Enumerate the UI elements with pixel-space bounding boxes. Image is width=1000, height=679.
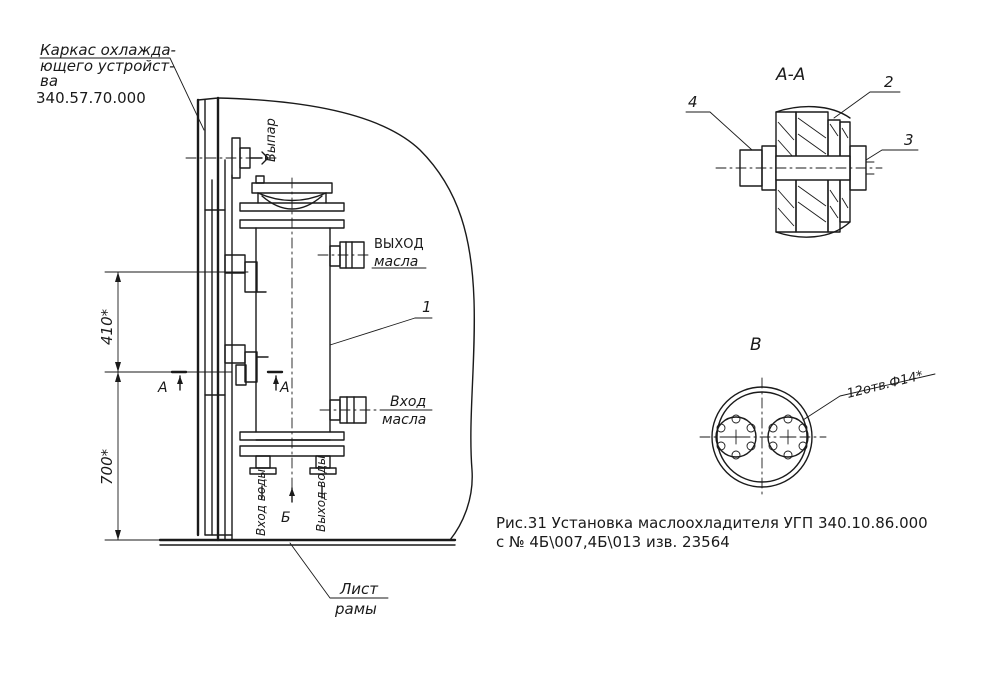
bolt-holes-right (768, 414, 808, 460)
steam-label: Выпар (264, 118, 279, 162)
frame-break-contour (217, 97, 476, 541)
frame-code: 340.57.70.000 (36, 89, 146, 107)
figure-caption-line2: с № 4Б\007,4Б\013 изв. 23564 (496, 533, 730, 551)
callout-3: 3 (904, 131, 914, 149)
item-1-label: 1 (422, 298, 432, 316)
water-in-label: Вход воды (254, 469, 268, 536)
frame-sheet-label-1: Лист (339, 580, 379, 598)
frame-label-line2: ющего устройст- (40, 57, 175, 75)
dimension-700: 700* (98, 448, 116, 485)
frame-label-line3: ва (40, 72, 58, 90)
view-b-arrow (261, 485, 323, 503)
dimension-410: 410* (98, 308, 116, 345)
oil-cooler-body (239, 175, 345, 501)
callout-4: 4 (688, 93, 698, 111)
figure-caption-line1: Рис.31 Установка маслоохладителя УГП 340… (496, 514, 928, 532)
frame-label-line1: Каркас охлажда- (40, 41, 176, 59)
steam-outlet-fitting (185, 137, 281, 179)
view-b-title: В (750, 335, 762, 355)
view-b-flange (699, 373, 936, 499)
oil-inlet-nozzle (319, 396, 377, 424)
oil-out-label-2: масла (374, 254, 418, 270)
section-a-a-title: А-А (775, 65, 805, 85)
oil-in-label-2: масла (382, 412, 426, 428)
section-a-marks (170, 370, 284, 391)
oil-out-label-1: ВЫХОД (374, 237, 424, 252)
view-b-marker: Б (281, 510, 291, 526)
section-a-right-label: А (279, 380, 290, 396)
dimension-lines (104, 271, 249, 541)
mounting-brackets (224, 254, 269, 386)
holes-note: 12отв.Ф14* (845, 368, 925, 402)
callout-2: 2 (884, 73, 894, 91)
frame-base-sheet (158, 534, 457, 546)
section-a-a-view (685, 91, 919, 238)
section-a-left-label: А (157, 380, 168, 396)
frame-plates (196, 96, 233, 542)
water-out-label: Выход воды (314, 456, 328, 532)
oil-in-label-1: Вход (390, 394, 426, 410)
frame-sheet-label-2: рамы (334, 600, 377, 618)
bolt-holes-left (716, 414, 756, 460)
oil-outlet-nozzle (317, 241, 373, 269)
